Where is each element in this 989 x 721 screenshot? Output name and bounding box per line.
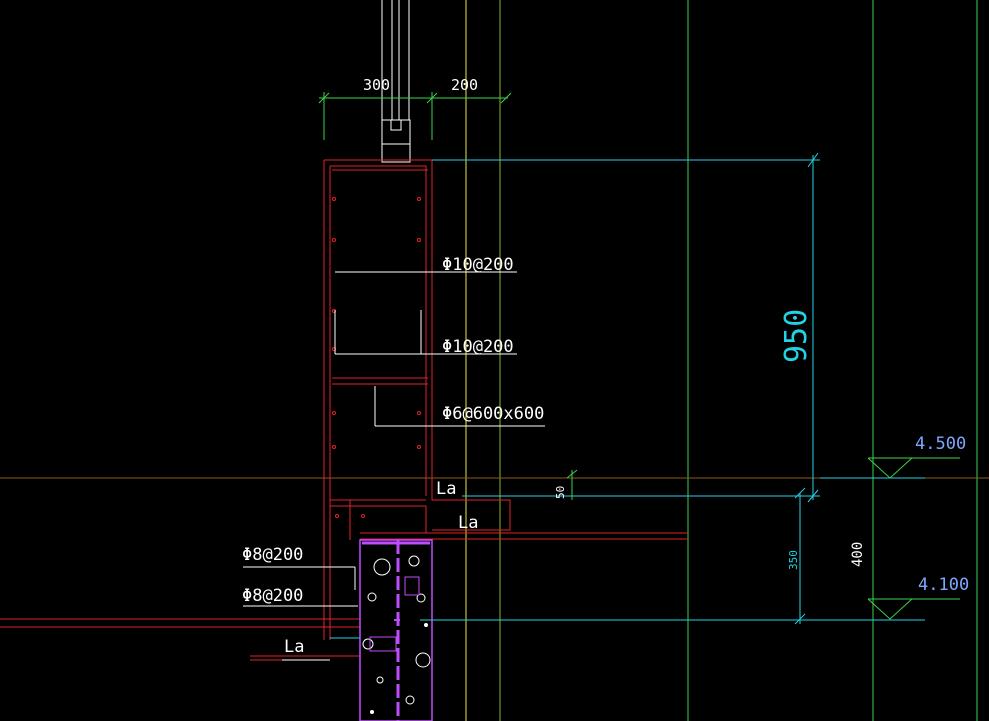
anchor-label-2: La (458, 513, 478, 533)
elevation-label-4100: 4.100 (918, 575, 969, 595)
elevation-label-4500: 4.500 (915, 434, 966, 454)
concrete-column (359, 539, 433, 721)
rebar-label-4: Φ8@200 (242, 545, 303, 565)
dim-300-label: 300 (363, 76, 390, 94)
window-frame-symbol (381, 119, 411, 163)
rebar-label-3: Φ6@600x600 (442, 404, 544, 424)
anchor-label-3: La (284, 637, 304, 657)
rebar-label-1: Φ10@200 (442, 255, 514, 275)
rebar-label-5: Φ8@200 (242, 586, 303, 606)
anchor-label-1: La (436, 479, 456, 499)
elevation-markers (867, 457, 960, 620)
rebar-leaders (243, 271, 545, 661)
dim-350-label: 350 (787, 550, 800, 570)
dimension-lines (318, 92, 925, 639)
parapet-outline (250, 159, 688, 661)
dim-50-label: 50 (554, 486, 567, 499)
dim-400-label: 400 (850, 542, 866, 567)
dim-200-label: 200 (451, 76, 478, 94)
rebar-label-2: Φ10@200 (442, 337, 514, 357)
dim-950-label: 950 (779, 309, 814, 363)
